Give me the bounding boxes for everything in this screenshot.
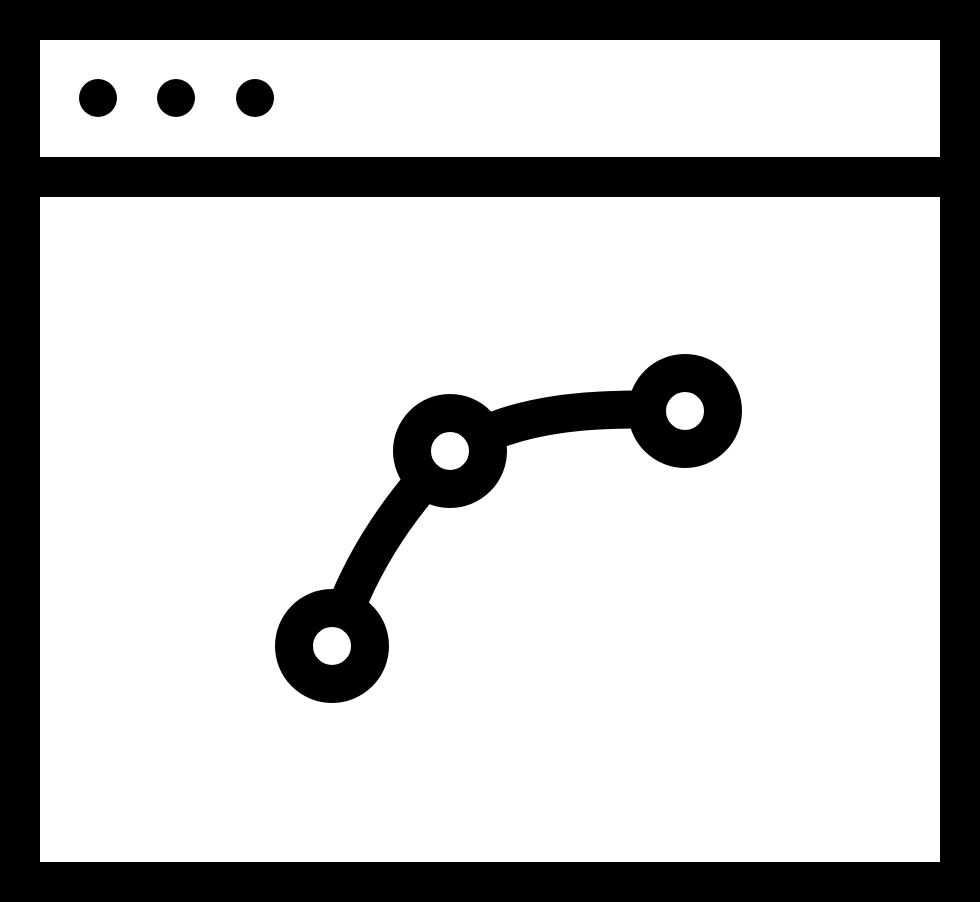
- curve-node-icon: [393, 394, 507, 508]
- title-bar-divider: [20, 157, 960, 197]
- window-dot-icon: [236, 79, 274, 117]
- window-dot-icon: [157, 79, 195, 117]
- window-dot-icon: [79, 79, 117, 117]
- bezier-curve-icon: [275, 354, 742, 703]
- curve-node-icon: [275, 589, 389, 703]
- window-controls: [79, 79, 274, 117]
- curve-node-icon: [628, 354, 742, 468]
